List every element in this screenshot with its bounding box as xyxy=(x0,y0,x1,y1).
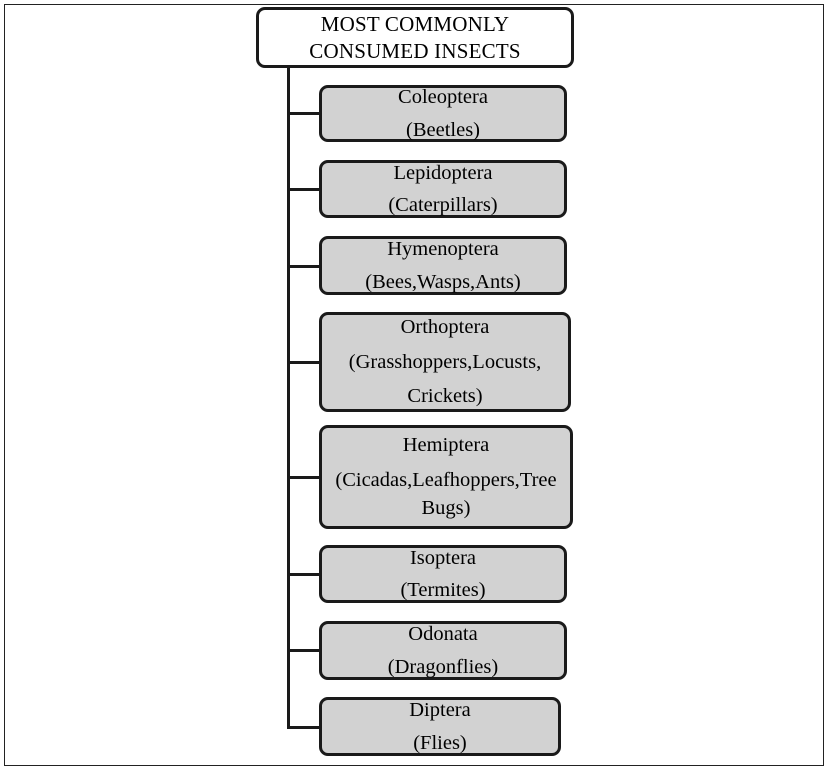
node-isoptera-order: Isoptera xyxy=(409,546,477,569)
node-coleoptera: Coleoptera (Beetles) xyxy=(319,85,567,142)
root-title-line-2: CONSUMED INSECTS xyxy=(309,38,521,63)
node-hemiptera-order: Hemiptera xyxy=(402,434,490,457)
branch-connector-diptera xyxy=(287,726,321,729)
root-node-most-commonly-consumed-insects: MOST COMMONLY CONSUMED INSECTS xyxy=(256,7,574,68)
node-orthoptera-common: (Grasshoppers,Locusts, xyxy=(348,350,542,373)
node-hymenoptera: Hymenoptera (Bees,Wasps,Ants) xyxy=(319,236,567,295)
branch-connector-hymenoptera xyxy=(287,265,321,268)
node-odonata-common: (Dragonflies) xyxy=(387,655,499,678)
root-title-line-1: MOST COMMONLY xyxy=(320,11,510,36)
trunk-line xyxy=(287,68,290,727)
node-diptera-order: Diptera xyxy=(409,699,471,721)
branch-connector-isoptera xyxy=(287,573,321,576)
branch-connector-odonata xyxy=(287,649,321,652)
node-isoptera-common: (Termites) xyxy=(400,579,486,601)
node-lepidoptera-order: Lepidoptera xyxy=(393,161,493,184)
node-diptera: Diptera (Flies) xyxy=(319,697,561,756)
node-coleoptera-common: (Beetles) xyxy=(406,118,480,141)
branch-connector-lepidoptera xyxy=(287,188,321,191)
branch-connector-hemiptera xyxy=(287,476,321,479)
node-hymenoptera-common: (Bees,Wasps,Ants) xyxy=(365,270,521,293)
node-hemiptera-common-cont: Bugs) xyxy=(421,497,471,520)
node-isoptera: Isoptera (Termites) xyxy=(319,545,567,603)
node-lepidoptera: Lepidoptera (Caterpillars) xyxy=(319,160,567,218)
node-lepidoptera-common: (Caterpillars) xyxy=(388,194,498,216)
node-orthoptera-order: Orthoptera xyxy=(400,316,490,339)
node-coleoptera-order: Coleoptera xyxy=(398,86,488,108)
node-hymenoptera-order: Hymenoptera xyxy=(387,238,499,260)
node-orthoptera-common-cont: Crickets) xyxy=(407,385,483,408)
branch-connector-coleoptera xyxy=(287,112,321,115)
node-diptera-common: (Flies) xyxy=(413,731,467,754)
node-orthoptera: Orthoptera (Grasshoppers,Locusts, Cricke… xyxy=(319,312,571,412)
branch-connector-orthoptera xyxy=(287,361,321,364)
node-hemiptera-common: (Cicadas,Leafhoppers,Tree xyxy=(335,468,557,491)
node-odonata: Odonata (Dragonflies) xyxy=(319,621,567,680)
node-hemiptera: Hemiptera (Cicadas,Leafhoppers,Tree Bugs… xyxy=(319,425,573,529)
node-odonata-order: Odonata xyxy=(408,623,478,645)
